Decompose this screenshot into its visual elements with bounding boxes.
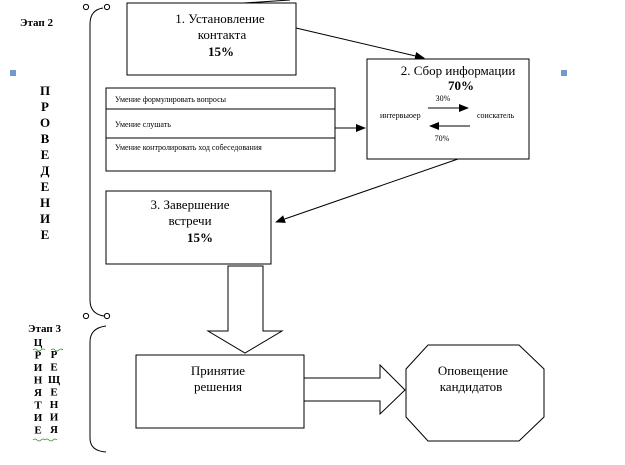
vertical-letter: И <box>34 362 43 374</box>
hollow-arrow-down <box>206 265 284 354</box>
vertical-letter: Т <box>34 400 42 412</box>
vertical-letter: Я <box>34 387 42 399</box>
squiggle-underline <box>32 348 64 442</box>
box-contact <box>126 2 297 76</box>
vertical-letter: И <box>50 412 59 424</box>
notify-line2: кандидатов <box>440 379 503 394</box>
box-closing-line1: 3. Завершение <box>150 197 229 212</box>
vertical-letter: Е <box>50 387 57 399</box>
selection-handle <box>561 70 567 76</box>
vertical-letter: И <box>34 412 43 424</box>
handle-icon <box>82 3 90 11</box>
box-decision-line2: решения <box>194 379 242 394</box>
selection-handle <box>10 70 16 76</box>
box-info-line1: 2. Сбор информации <box>401 63 516 78</box>
applicant-label: соискатель <box>477 111 515 120</box>
box-decision-line1: Принятие <box>191 363 245 378</box>
box-contact-line2: контакта <box>198 27 247 42</box>
vertical-letter: Е <box>34 425 41 437</box>
stage2-label: Этап 2 <box>20 17 53 29</box>
notify-line1: Оповещение <box>438 363 508 378</box>
skill-item: Умение контролировать ход собеседования <box>115 143 262 152</box>
vertical-letter: Е <box>41 227 50 242</box>
vertical-letter: В <box>41 131 50 146</box>
vertical-letter: Е <box>41 179 50 194</box>
skills-table <box>105 87 336 172</box>
interviewer-label: интервьюер <box>380 111 421 120</box>
vertical-letter: Р <box>35 350 42 362</box>
vertical-letter: Р <box>41 99 49 114</box>
skill-item: Умение слушать <box>115 120 171 129</box>
vertical-letter: Ц <box>34 337 43 349</box>
handle-icon <box>103 3 111 11</box>
box-closing-pct: 15% <box>187 230 213 245</box>
octagon-notify <box>405 344 545 442</box>
arrow-contact-to-info <box>295 27 425 60</box>
handle-icon <box>82 312 90 320</box>
vertical-letter: Д <box>41 163 50 178</box>
box-contact-line1: 1. Установление <box>175 11 265 26</box>
box-closing-line2: встречи <box>168 213 211 228</box>
vertical-letter: Н <box>34 375 43 387</box>
box-contact-pct: 15% <box>208 44 234 59</box>
box-closing <box>105 190 272 265</box>
vertical-letter: И <box>40 211 50 226</box>
exchange-top-pct: 30% <box>436 94 451 103</box>
box-info <box>366 58 530 160</box>
vertical-letter: П <box>40 83 50 98</box>
vertical-letter: Е <box>50 362 57 374</box>
arrow-info-to-closing <box>275 158 459 223</box>
exchange-bottom-pct: 70% <box>435 134 450 143</box>
vertical-letter: Н <box>50 399 59 411</box>
box-info-pct: 70% <box>448 78 474 93</box>
vertical-letter: Р <box>51 349 58 361</box>
hollow-arrow-right <box>303 363 406 416</box>
box-decision <box>135 354 305 429</box>
stage2-brace <box>89 7 105 317</box>
vertical-letter: О <box>40 115 50 130</box>
vertical-letter: Е <box>41 147 50 162</box>
stage3-brace <box>89 325 107 453</box>
skill-item: Умение формулировать вопросы <box>115 95 227 104</box>
vertical-letter: Щ <box>48 374 60 386</box>
vertical-letter: Я <box>50 424 58 436</box>
vertical-letter: Н <box>40 195 50 210</box>
handle-icon <box>103 312 111 320</box>
stage3-label: Этап 3 <box>28 323 61 335</box>
